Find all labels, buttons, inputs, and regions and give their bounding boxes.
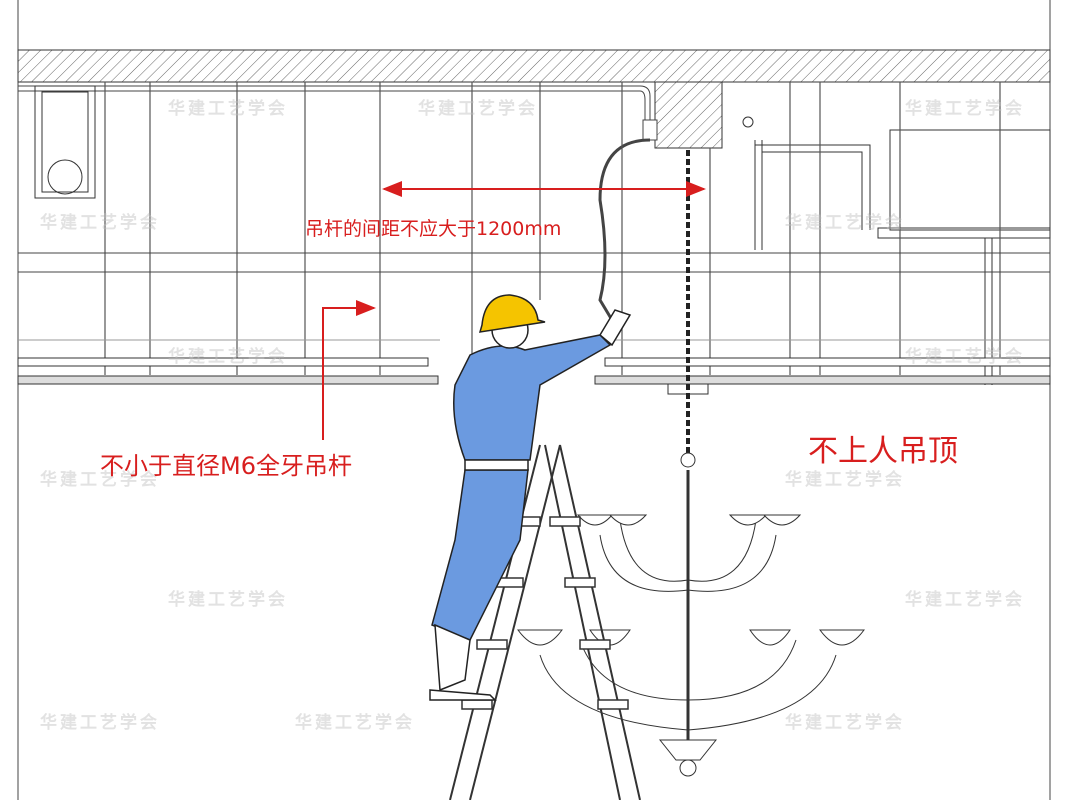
watermark: 华建工艺学会: [905, 347, 1025, 367]
watermark: 华建工艺学会: [40, 213, 160, 233]
watermark: 华建工艺学会: [40, 470, 160, 490]
ceiling-type-label: 不上人吊顶: [808, 434, 958, 469]
watermark: 华建工艺学会: [785, 213, 905, 233]
watermark: 华建工艺学会: [295, 713, 415, 733]
duct: [34, 85, 96, 199]
watermark: 华建工艺学会: [905, 590, 1025, 610]
worker: [429, 294, 632, 701]
watermark: 华建工艺学会: [418, 99, 538, 119]
ladder: [449, 444, 641, 800]
watermark: 华建工艺学会: [168, 99, 288, 119]
pipe: [18, 85, 658, 326]
watermark: 华建工艺学会: [905, 99, 1025, 119]
watermark: 华建工艺学会: [168, 590, 288, 610]
watermark: 华建工艺学会: [40, 713, 160, 733]
rod-pointer-arrow: [322, 300, 376, 440]
rod-note: 不小于直径M6全牙吊杆: [100, 452, 352, 480]
hanger-rods: [104, 82, 1001, 375]
spacing-note: 吊杆的间距不应大于1200mm: [305, 218, 562, 240]
concrete-slab: [17, 49, 1051, 149]
main-channel: [18, 252, 1050, 341]
watermark: 华建工艺学会: [168, 347, 288, 367]
watermark: 华建工艺学会: [785, 470, 905, 490]
watermark: 华建工艺学会: [785, 713, 905, 733]
ceiling-board: [17, 357, 1051, 385]
chandelier: [517, 150, 865, 777]
